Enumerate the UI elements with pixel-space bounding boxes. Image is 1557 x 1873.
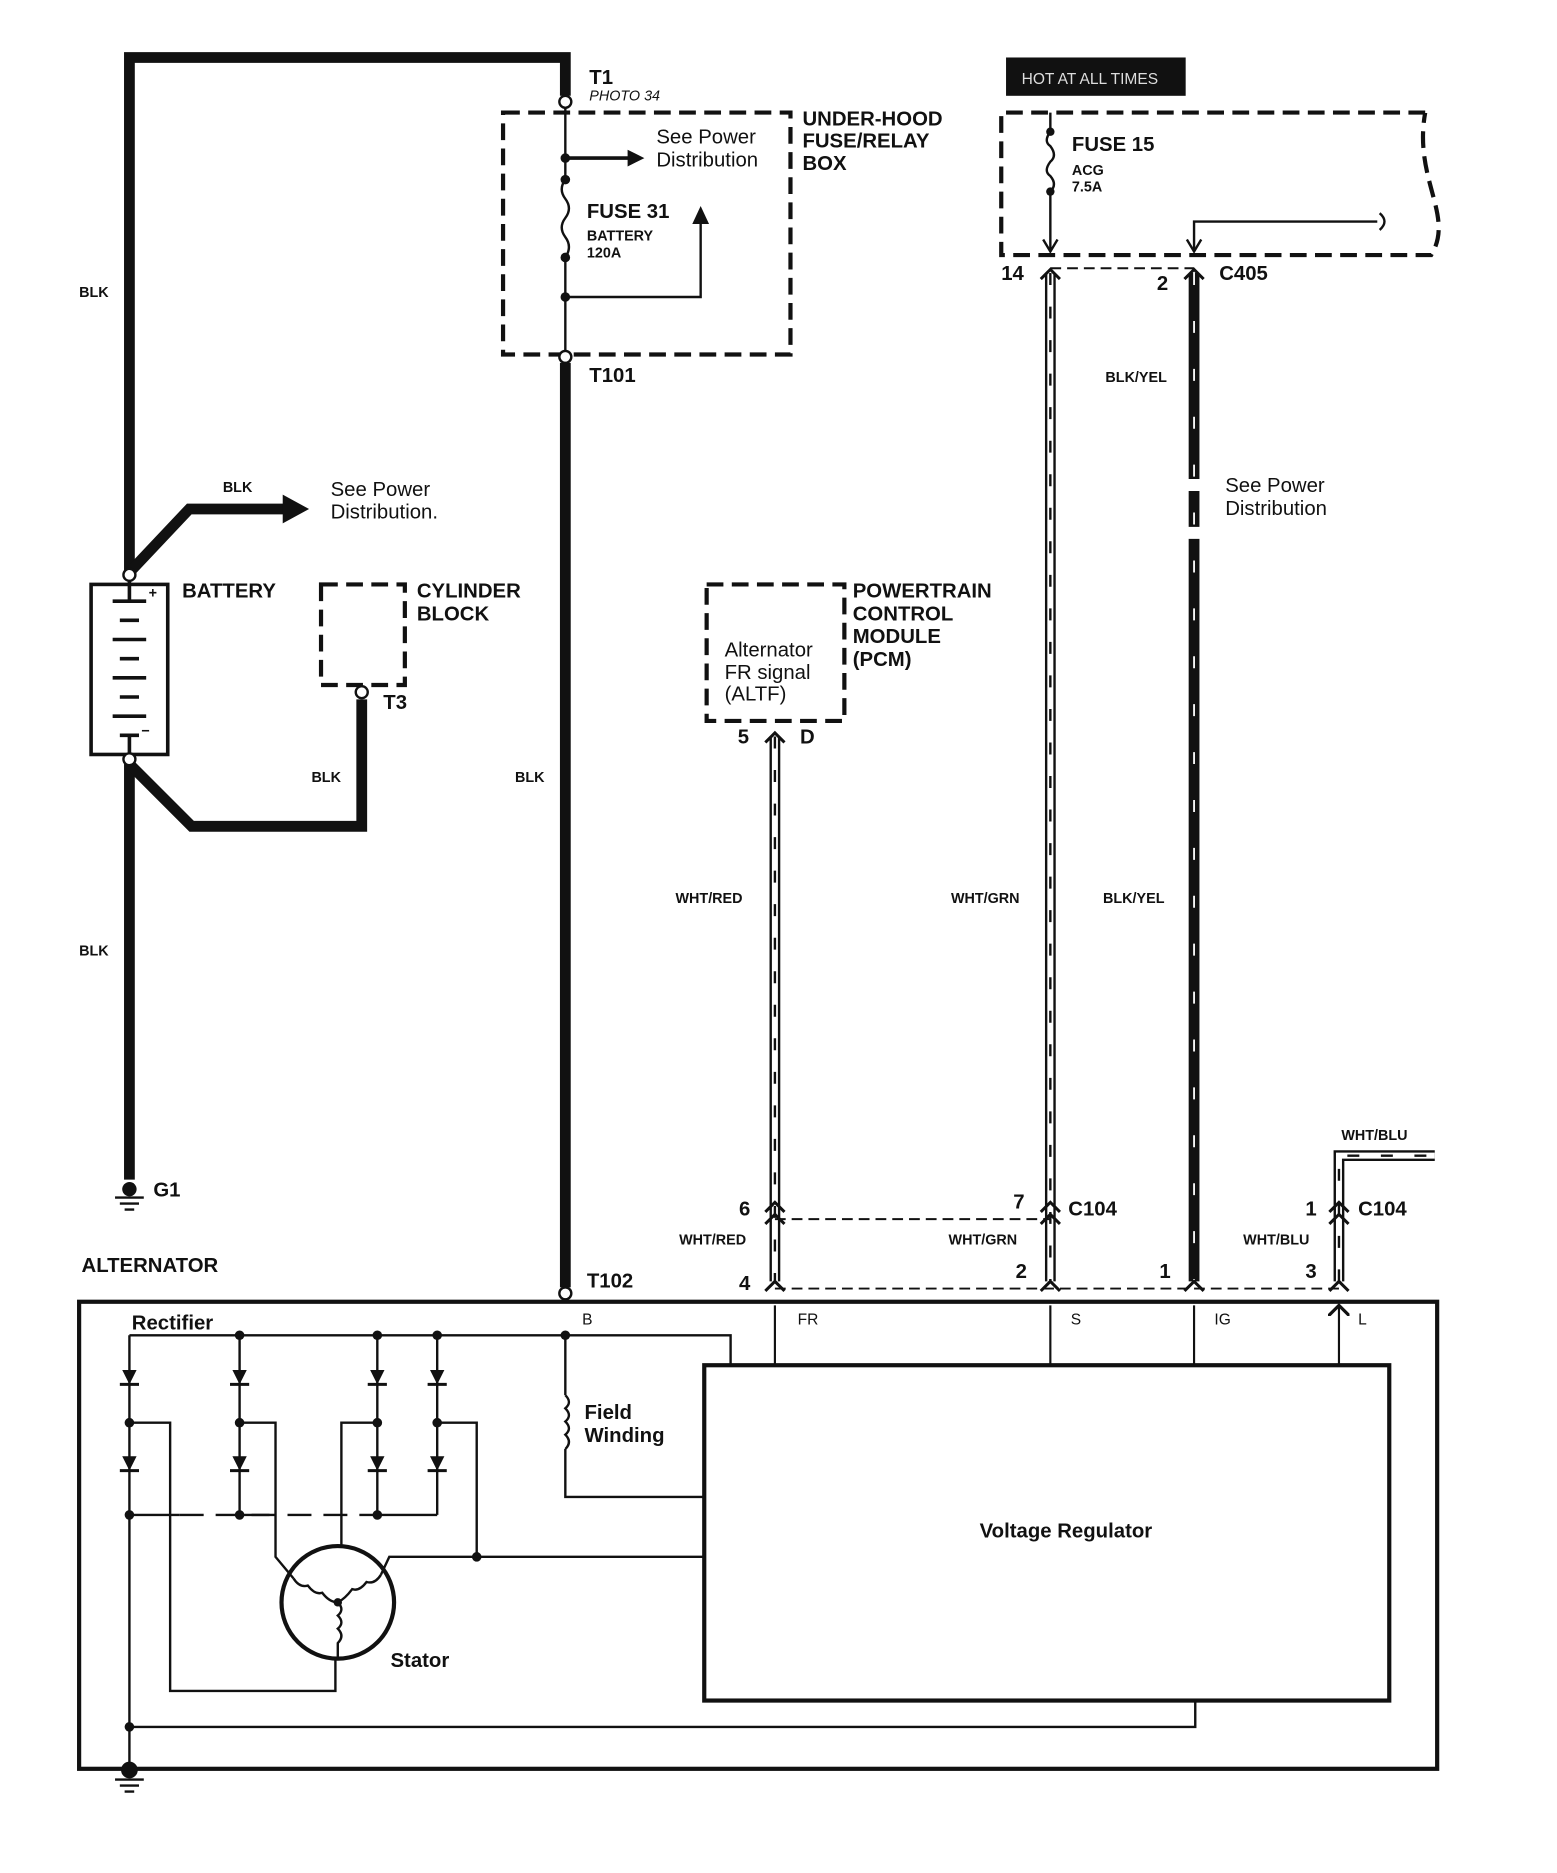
wire-color-label: WHT/RED (679, 1232, 746, 1248)
wire-color-label: BLK (515, 770, 545, 786)
underhood-label: FUSE/RELAY (802, 130, 929, 152)
field-winding-label: Winding (584, 1425, 664, 1447)
wire-color-label: BLK (79, 285, 109, 301)
terminal-t102 (558, 1286, 573, 1301)
connector-icons (764, 267, 1350, 1293)
alternator-pin: 3 (1305, 1261, 1316, 1283)
see-power-label: Distribution (656, 149, 758, 171)
ground-icon (115, 1182, 144, 1211)
fuse-31-name: FUSE 31 (587, 201, 670, 223)
pcm-title: MODULE (853, 626, 941, 648)
t3-label: T3 (383, 692, 407, 714)
cylinder-block-label: CYLINDER (417, 581, 521, 603)
stator-icon (279, 1543, 397, 1661)
cylinder-block-label: BLOCK (417, 603, 490, 625)
terminal-ig: IG (1214, 1312, 1230, 1329)
rectifier-circuit (119, 1330, 1197, 1771)
c104-label: C104 (1068, 1199, 1117, 1221)
alternator-ground-icon (115, 1761, 144, 1793)
hot-at-all-times-label: HOT AT ALL TIMES (1022, 71, 1159, 88)
pcm-signal: Alternator (725, 639, 813, 661)
see-power-label: Distribution. (331, 502, 438, 524)
wire-color-label: BLK/YEL (1103, 891, 1165, 907)
terminal-l: L (1358, 1312, 1367, 1329)
terminal-t101 (558, 349, 573, 365)
minus-sign: − (141, 723, 149, 739)
g1-label: G1 (153, 1179, 180, 1201)
field-winding-icon (563, 1394, 571, 1450)
pcm-pin: 5 (738, 727, 749, 749)
pcm-title: (PCM) (853, 649, 912, 671)
underhood-label: UNDER-HOOD (802, 109, 942, 131)
t102-label: T102 (587, 1270, 633, 1292)
c405-label: C405 (1219, 263, 1268, 285)
c405-pin: 14 (1001, 263, 1024, 285)
underhood-label: BOX (802, 153, 847, 175)
terminal-s: S (1071, 1312, 1081, 1329)
terminal-fr: FR (798, 1312, 819, 1329)
see-power-label: See Power (331, 479, 431, 501)
pcm-signal: (ALTF) (725, 684, 787, 706)
wire-color-label: BLK/YEL (1105, 370, 1167, 386)
see-power-label: Distribution (1225, 498, 1327, 520)
voltage-regulator-label: Voltage Regulator (980, 1521, 1153, 1543)
wire-color-label: BLK (311, 770, 341, 786)
wire-color-label: BLK (223, 480, 253, 496)
alternator-box (77, 1299, 1440, 1771)
terminal-t3 (354, 685, 369, 700)
alternator-label: ALTERNATOR (82, 1255, 219, 1277)
c405-pin: 2 (1157, 273, 1168, 295)
t1-label: T1 (589, 67, 613, 89)
alternator-pin: 2 (1016, 1261, 1027, 1283)
fuse-31-icon (560, 178, 571, 259)
wire-color-label: WHT/GRN (951, 891, 1020, 907)
pcm-box (704, 582, 847, 724)
rectifier-label: Rectifier (132, 1312, 213, 1334)
hot-at-all-times-badge (1006, 57, 1186, 96)
fuse-15-box (999, 110, 1441, 258)
wire-color-label: WHT/BLU (1341, 1128, 1407, 1144)
battery-icon (89, 579, 170, 757)
pcm-title: CONTROL (853, 603, 954, 625)
fuse-15-circuit: ACG (1072, 163, 1104, 179)
terminal-b: B (582, 1312, 592, 1329)
pcm-terminal: D (800, 727, 815, 749)
wire-color-label: BLK (79, 944, 109, 960)
c104-pin: 1 (1305, 1199, 1316, 1221)
see-power-label: See Power (1225, 475, 1325, 497)
fuse-31-rating: 120A (587, 245, 621, 261)
t101-label: T101 (589, 365, 635, 387)
c104-pin: 6 (739, 1199, 750, 1221)
fuse-31-circuit: BATTERY (587, 229, 654, 245)
cylinder-block (318, 582, 407, 688)
alternator-pin: 4 (739, 1273, 751, 1295)
see-power-label: See Power (656, 127, 756, 149)
battery-positive-wire (124, 52, 571, 577)
c104-pin: 7 (1013, 1191, 1024, 1213)
cylinder-block-wire (125, 699, 368, 832)
field-winding-label: Field (584, 1402, 631, 1424)
pcm-signal: FR signal (725, 662, 811, 684)
wht-blu-wire (1333, 1150, 1435, 1282)
under-hood-fuse-box (500, 110, 793, 357)
stator-label: Stator (390, 1650, 449, 1672)
fuse-15-icon (1045, 131, 1056, 193)
wire-color-label: WHT/GRN (949, 1232, 1018, 1248)
wire-color-label: WHT/BLU (1243, 1232, 1309, 1248)
pcm-title: POWERTRAIN (853, 581, 992, 603)
photo-label: PHOTO 34 (589, 89, 660, 105)
c104-label: C104 (1358, 1199, 1407, 1221)
battery-label: BATTERY (182, 581, 276, 603)
alternator-pin: 1 (1159, 1261, 1170, 1283)
plus-sign: + (149, 586, 157, 602)
fuse-15-name: FUSE 15 (1072, 134, 1155, 156)
voltage-regulator (702, 1363, 1392, 1703)
fuse-15-rating: 7.5A (1072, 180, 1102, 196)
terminal-t1 (558, 94, 573, 109)
wire-color-label: WHT/RED (676, 891, 743, 907)
